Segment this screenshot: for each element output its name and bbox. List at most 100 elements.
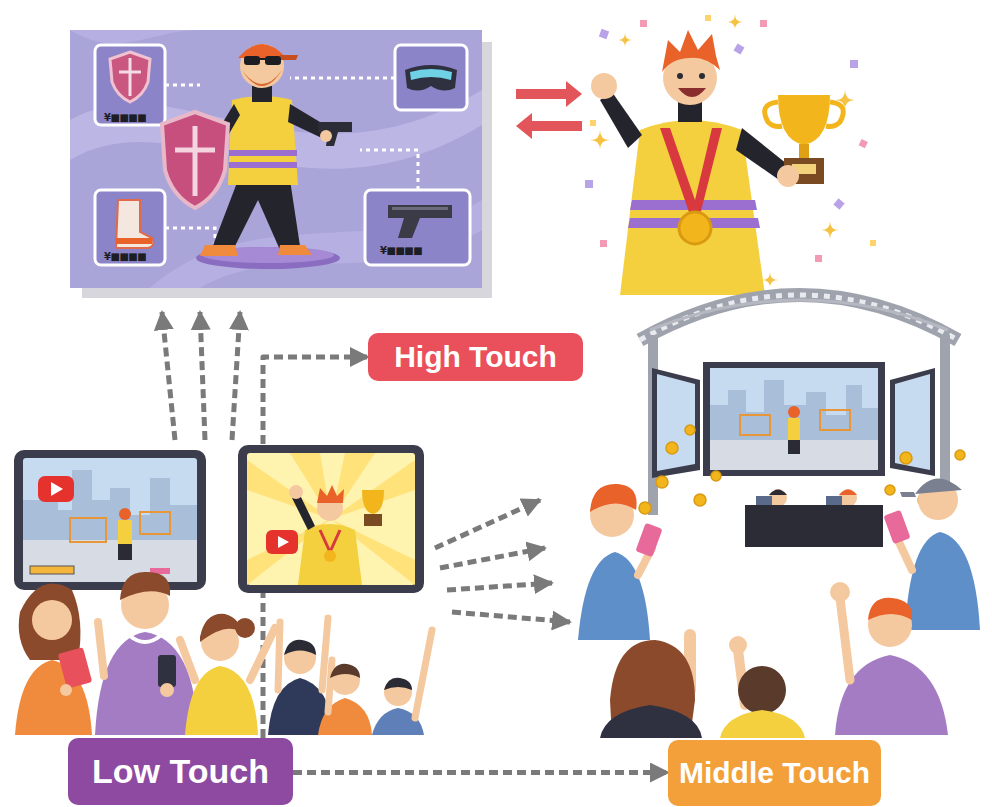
item-links <box>290 77 395 80</box>
live-audience <box>590 484 637 512</box>
esports-stage <box>710 440 878 470</box>
video-tablet <box>298 524 362 585</box>
online-viewers <box>250 628 275 680</box>
confetti <box>833 198 844 209</box>
online-viewers <box>98 622 104 676</box>
coins <box>885 485 895 495</box>
esports-stage <box>820 410 850 430</box>
video-tablet <box>289 485 303 499</box>
coins <box>639 425 965 514</box>
live-audience <box>729 636 747 654</box>
player-character <box>260 58 265 60</box>
coins <box>656 476 668 488</box>
live-audience <box>830 582 850 602</box>
video-tablet <box>324 550 336 562</box>
winner-character <box>777 165 799 187</box>
live-audience <box>840 598 850 680</box>
confetti <box>734 44 745 55</box>
confetti <box>760 20 767 27</box>
winner-character <box>679 212 711 244</box>
esports-stage <box>788 418 800 440</box>
esports-stage <box>839 490 857 496</box>
sparkles <box>821 221 839 239</box>
stage-label: High Touch <box>368 333 583 381</box>
confetti <box>850 60 858 68</box>
esports-stage <box>650 300 948 330</box>
confetti <box>640 20 647 27</box>
video-tablet <box>266 530 298 554</box>
item-cards <box>365 190 470 265</box>
stage-name: High Touch <box>394 341 557 373</box>
item-cards <box>110 52 150 102</box>
esports-stage <box>703 362 885 476</box>
flow-arrows <box>232 312 240 440</box>
online-viewers <box>278 622 280 690</box>
coins <box>711 471 721 481</box>
winner-character <box>591 73 617 99</box>
live-audience <box>720 710 805 738</box>
video-tablet <box>247 453 415 585</box>
item-cards <box>116 200 153 248</box>
online-viewers <box>200 614 240 642</box>
esports-stage <box>657 374 695 471</box>
live-audience <box>915 478 962 494</box>
online-viewers <box>32 600 72 640</box>
player-character <box>280 55 298 60</box>
live-audience <box>900 492 916 497</box>
flow-arrows <box>162 312 570 622</box>
player-character <box>318 122 352 146</box>
video-tablet <box>23 540 197 582</box>
winner-character <box>600 92 642 148</box>
video-tablet <box>119 508 131 520</box>
sparkles <box>835 90 855 110</box>
online-viewers <box>160 683 174 697</box>
esports-stage <box>826 496 842 506</box>
confetti <box>600 240 607 247</box>
live-audience <box>738 666 786 714</box>
item-cards <box>116 238 152 244</box>
video-tablet <box>23 470 197 540</box>
item-cards <box>119 58 141 96</box>
shop-panel <box>70 30 492 298</box>
stage-label: Middle Touch <box>668 740 881 806</box>
connector-layer <box>263 357 668 773</box>
item-cards <box>388 205 452 238</box>
esports-stage <box>788 440 800 454</box>
coins <box>694 494 706 506</box>
player-character <box>229 150 297 156</box>
exchange-arrows <box>516 113 582 139</box>
player-character <box>229 162 297 168</box>
online-viewers <box>158 655 176 687</box>
sparkles <box>590 130 610 150</box>
player-character <box>175 126 215 196</box>
player-character <box>162 112 228 208</box>
esports-stage <box>788 406 800 418</box>
flow-arrows <box>200 312 205 440</box>
flow-arrows <box>452 612 570 622</box>
player-character <box>278 245 312 255</box>
video-tablet <box>364 514 382 526</box>
coins <box>639 502 651 514</box>
esports-stage <box>640 295 958 340</box>
video-tablet <box>14 450 206 590</box>
winner-character <box>765 102 782 127</box>
flow-arrow <box>293 770 668 775</box>
shop-panel <box>70 30 482 288</box>
price-tag: ¥■■■■ <box>380 245 422 256</box>
online-viewers <box>384 678 412 690</box>
winner-character <box>699 73 705 79</box>
live-audience <box>578 478 980 738</box>
player-character <box>252 86 272 102</box>
player-character <box>320 130 332 142</box>
price-tag: ¥■■■■ <box>104 251 146 262</box>
item-cards <box>392 207 448 210</box>
video-tablet <box>292 495 315 530</box>
online-viewers <box>180 640 195 680</box>
online-viewers <box>15 572 432 735</box>
video-tablet <box>317 485 344 503</box>
player-character <box>212 180 300 252</box>
winner-character <box>660 128 722 215</box>
video-tablet <box>118 544 132 560</box>
stage-label: Low Touch <box>68 738 293 805</box>
esports-stage <box>710 368 878 470</box>
